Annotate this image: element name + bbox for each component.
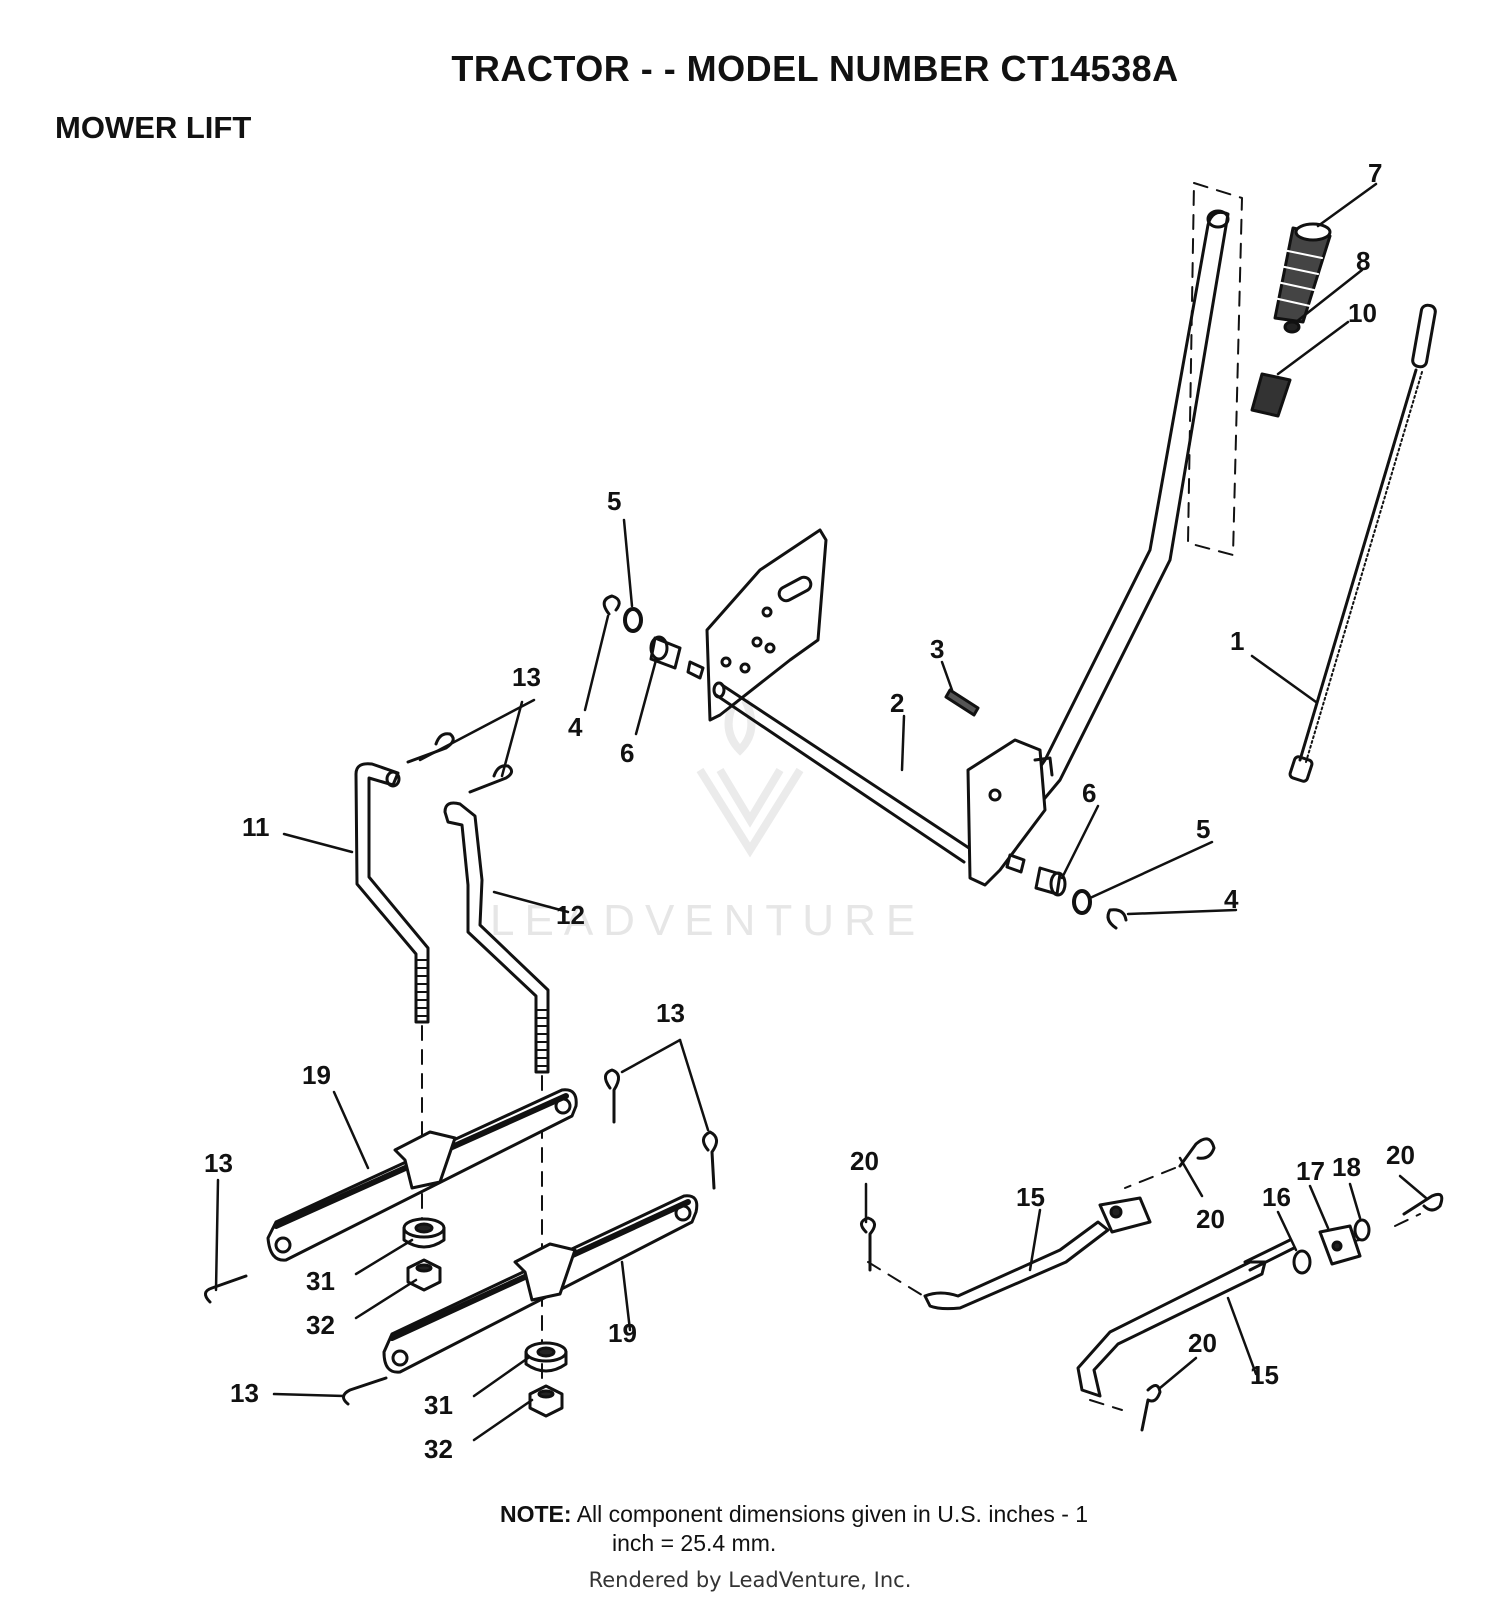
part-13-hairpin-right	[604, 1068, 718, 1190]
rendered-by-credit: Rendered by LeadVenture, Inc.	[588, 1568, 912, 1592]
callout-5-left: 5	[607, 486, 621, 516]
part-20-hairpin-left	[860, 1216, 876, 1272]
part-15-rod-lower	[1076, 1238, 1296, 1398]
watermark: LEADVENTURE	[490, 698, 925, 945]
callout-labels: 7 8 10 1 5 4 6 3 2 6 5 4 13 11 12 19 19 …	[204, 158, 1415, 1464]
part-32-nut-lower	[528, 1384, 564, 1418]
part-5-washer-left	[623, 607, 643, 633]
callout-12: 12	[556, 900, 585, 930]
part-2-shaft	[712, 681, 974, 864]
part-10-spring	[1250, 372, 1292, 418]
callout-13-left-upper: 13	[204, 1148, 233, 1178]
part-4-clip-right	[1106, 908, 1128, 930]
part-18-washer	[1353, 1218, 1371, 1242]
callout-17: 17	[1296, 1156, 1325, 1186]
part-bracket-plate	[705, 528, 828, 722]
callout-11: 11	[242, 812, 270, 842]
part-1-lift-rod	[1288, 303, 1437, 783]
part-31-bushing-lower	[524, 1341, 568, 1373]
callout-20-upper: 20	[1196, 1204, 1225, 1234]
note-label: NOTE:	[500, 1501, 572, 1527]
part-20-hairpin-bottom	[1140, 1384, 1162, 1432]
part-32-nut-upper	[406, 1258, 442, 1292]
page-title: TRACTOR - - MODEL NUMBER CT14538A	[451, 48, 1179, 89]
part-20-hairpin-upper	[1178, 1137, 1216, 1168]
callout-4-right: 4	[1224, 884, 1239, 914]
watermark-logo-icon	[696, 698, 804, 858]
callout-4-left: 4	[568, 712, 583, 742]
part-17-block	[1318, 1224, 1362, 1266]
part-31-bushing-upper	[402, 1217, 446, 1249]
part-20-hairpin-right	[1402, 1192, 1444, 1216]
assembly-dashed-lines	[421, 1025, 1421, 1411]
part-19-lift-arm-lower	[382, 1194, 699, 1374]
part-13-hairpin-top	[406, 732, 513, 794]
watermark-text: LEADVENTURE	[490, 896, 925, 945]
dimensions-note: NOTE: All component dimensions given in …	[500, 1500, 1260, 1558]
callout-16: 16	[1262, 1182, 1291, 1212]
part-16-washer	[1292, 1249, 1312, 1275]
part-13-hairpin-left-upper	[204, 1274, 248, 1304]
part-13-hairpin-left-lower	[342, 1376, 388, 1406]
part-shaft-bracket	[966, 738, 1054, 887]
part-6-bushing-right	[1005, 853, 1067, 897]
callout-32-lower: 32	[424, 1434, 453, 1464]
callout-13-left-lower: 13	[230, 1378, 259, 1408]
callout-3: 3	[930, 634, 944, 664]
callout-19-upper: 19	[302, 1060, 331, 1090]
callout-20-right: 20	[1386, 1140, 1415, 1170]
leader-lines	[214, 182, 1428, 1442]
callout-1: 1	[1230, 626, 1244, 656]
callout-10: 10	[1348, 298, 1377, 328]
callout-31-lower: 31	[424, 1390, 453, 1420]
callout-6-right: 6	[1082, 778, 1096, 808]
callout-5-right: 5	[1196, 814, 1210, 844]
callout-19-lower: 19	[608, 1318, 637, 1348]
callout-8: 8	[1356, 246, 1370, 276]
callout-13-top: 13	[512, 662, 541, 692]
part-8-pin	[1283, 320, 1301, 334]
part-15-rod-upper	[923, 1196, 1152, 1311]
section-title: MOWER LIFT	[55, 110, 252, 145]
part-19-lift-arm-upper	[266, 1088, 578, 1262]
part-3-pin	[944, 688, 980, 717]
callout-7: 7	[1368, 158, 1382, 188]
part-6-bushing-left	[649, 635, 705, 680]
callout-6-left: 6	[620, 738, 634, 768]
callout-2: 2	[890, 688, 904, 718]
callout-18: 18	[1332, 1152, 1361, 1182]
callout-32-upper: 32	[306, 1310, 335, 1340]
callout-13-right: 13	[656, 998, 685, 1028]
callout-20-bottom: 20	[1188, 1328, 1217, 1358]
note-line-1: All component dimensions given in U.S. i…	[576, 1501, 1089, 1527]
callout-15-upper: 15	[1016, 1182, 1045, 1212]
part-11-lift-link	[354, 762, 430, 1024]
part-4-clip-left	[602, 594, 621, 616]
part-12-lift-link	[443, 801, 550, 1074]
callout-31-upper: 31	[306, 1266, 335, 1296]
part-handle-lever	[994, 182, 1243, 842]
part-5-washer-right	[1072, 889, 1092, 915]
callout-15-lower: 15	[1250, 1360, 1279, 1390]
part-7-grip	[1273, 222, 1332, 324]
note-line-2: inch = 25.4 mm.	[612, 1530, 777, 1556]
callout-20-left: 20	[850, 1146, 879, 1176]
